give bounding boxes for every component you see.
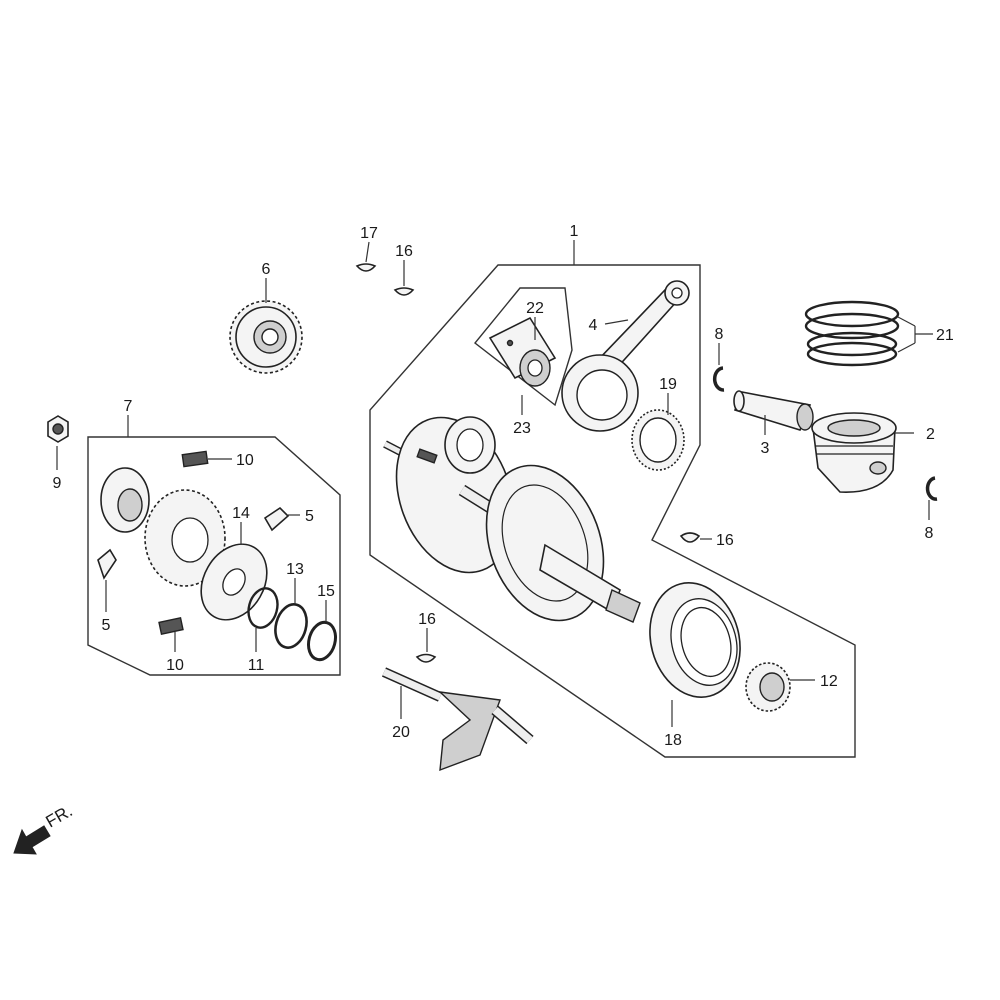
callout-labels: 1 2 3 4 5 5 6 7 8 8 9 10 10 11 12 13 14 … (53, 223, 954, 749)
balancer-hub-part (100, 467, 150, 533)
callout-8-upper: 8 (715, 326, 724, 343)
callout-19: 19 (659, 376, 677, 393)
callout-21: 21 (936, 327, 954, 344)
main-bearing-part (649, 582, 741, 698)
callout-10-lower: 10 (166, 657, 184, 674)
drive-gear-part (229, 300, 303, 374)
connecting-rod-part (561, 280, 690, 432)
washer-part-11 (247, 587, 279, 629)
circlip-part-upper (712, 366, 725, 392)
callout-13: 13 (286, 561, 304, 578)
callout-4: 4 (589, 317, 598, 334)
callout-16-top: 16 (395, 243, 413, 260)
piston-pin-subgroup-outline (474, 287, 573, 407)
crankshaft-assembly-outline (369, 264, 856, 758)
front-direction-indicator: FR. (13, 801, 76, 855)
callout-20: 20 (392, 724, 410, 741)
callout-9: 9 (53, 475, 62, 492)
callout-5-left: 5 (102, 617, 111, 634)
callout-7: 7 (124, 398, 133, 415)
circlip-part-lower (925, 476, 938, 501)
spring-part-10-upper (181, 450, 209, 468)
woodruff-key-part-16-top (393, 287, 415, 296)
callout-14: 14 (232, 505, 250, 522)
crank-pin-part (488, 316, 557, 387)
callout-8-lower: 8 (925, 525, 934, 542)
callout-2: 2 (926, 426, 935, 443)
callout-11: 11 (248, 657, 265, 674)
callout-23: 23 (513, 420, 531, 437)
leader-lines (56, 240, 933, 727)
spring-part-10-lower (158, 617, 184, 635)
circlip-part-15 (307, 620, 337, 662)
callout-10-upper: 10 (236, 452, 254, 469)
woodruff-key-part-17 (355, 263, 377, 272)
balancer-gear-assembly-outline (87, 436, 341, 676)
callout-1: 1 (570, 223, 579, 240)
needle-bearing-part (631, 409, 685, 471)
timing-sprocket-part (745, 662, 791, 712)
washer-part-13 (274, 603, 308, 649)
callout-22: 22 (526, 300, 544, 317)
piston-pin-part (733, 390, 814, 431)
callout-18: 18 (664, 732, 682, 749)
front-arrow-icon (13, 825, 51, 855)
crankshaft-part (383, 416, 641, 623)
balancer-shaft-part (381, 667, 534, 772)
callout-16-right: 16 (716, 532, 734, 549)
pin-part-5-left (97, 548, 117, 580)
nut-part (47, 415, 69, 443)
callout-5-right: 5 (305, 508, 314, 525)
piston-part (811, 412, 897, 493)
callout-6: 6 (262, 261, 271, 278)
piston-rings-part (804, 300, 900, 367)
woodruff-key-part-16-right (679, 532, 701, 543)
front-direction-label: FR. (43, 801, 76, 831)
callout-16-lower: 16 (418, 611, 436, 628)
callout-12: 12 (820, 673, 838, 690)
woodruff-key-part-16-lower (415, 653, 437, 663)
pin-part-5-right (263, 506, 290, 532)
callout-3: 3 (761, 440, 770, 457)
balancer-driven-gear-part (144, 489, 226, 587)
callout-17: 17 (360, 225, 378, 242)
callout-15: 15 (317, 583, 335, 600)
